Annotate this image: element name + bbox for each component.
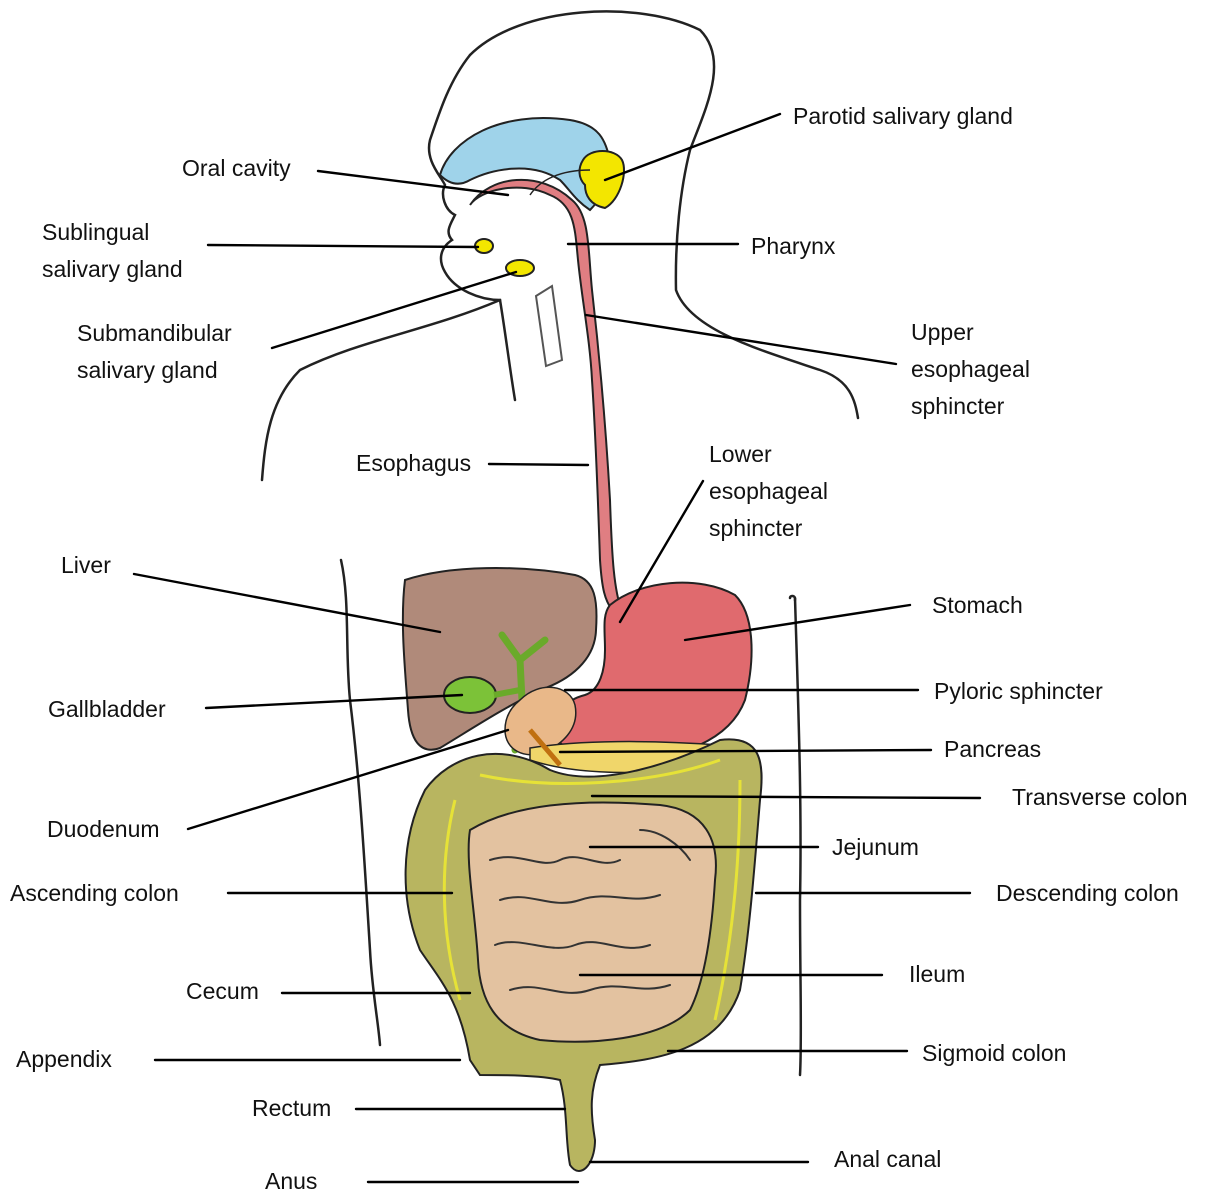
label-pharynx: Pharynx xyxy=(751,228,835,265)
label-sigmoid-colon: Sigmoid colon xyxy=(922,1035,1066,1072)
leader-line-esophagus xyxy=(489,464,588,465)
label-appendix: Appendix xyxy=(16,1041,112,1078)
label-line: esophageal xyxy=(709,473,828,510)
label-anal-canal: Anal canal xyxy=(834,1141,941,1178)
label-line: Submandibular xyxy=(77,315,232,352)
label-anus: Anus xyxy=(265,1163,317,1200)
label-ileum: Ileum xyxy=(909,956,965,993)
label-ascending-colon: Ascending colon xyxy=(10,875,179,912)
label-pancreas: Pancreas xyxy=(944,731,1041,768)
trachea xyxy=(536,286,562,366)
leader-line-parotid xyxy=(605,114,780,180)
leader-line-upper-esophageal-sphincter xyxy=(586,315,896,364)
label-line: salivary gland xyxy=(77,352,232,389)
label-oral-cavity: Oral cavity xyxy=(182,150,291,187)
label-transverse-colon: Transverse colon xyxy=(1012,779,1188,816)
label-esophagus: Esophagus xyxy=(356,445,471,482)
leader-line-liver xyxy=(134,574,440,632)
label-line: salivary gland xyxy=(42,251,183,288)
label-parotid-salivary-gland: Parotid salivary gland xyxy=(793,98,1013,135)
small-intestine-shape xyxy=(469,803,716,1042)
label-jejunum: Jejunum xyxy=(832,829,919,866)
label-line: Lower xyxy=(709,436,828,473)
label-duodenum: Duodenum xyxy=(47,811,160,848)
label-lower-esophageal-sphincter: Lower esophageal sphincter xyxy=(709,436,828,547)
label-line: Upper xyxy=(911,314,1030,351)
label-line: sphincter xyxy=(911,388,1030,425)
label-submandibular-salivary-gland: Submandibular salivary gland xyxy=(77,315,232,389)
label-stomach: Stomach xyxy=(932,587,1023,624)
label-rectum: Rectum xyxy=(252,1090,331,1127)
label-gallbladder: Gallbladder xyxy=(48,691,166,728)
label-cecum: Cecum xyxy=(186,973,259,1010)
label-sublingual-salivary-gland: Sublingual salivary gland xyxy=(42,214,183,288)
leader-line-sublingual xyxy=(208,245,478,247)
label-pyloric-sphincter: Pyloric sphincter xyxy=(934,673,1103,710)
label-upper-esophageal-sphincter: Upper esophageal sphincter xyxy=(911,314,1030,425)
label-descending-colon: Descending colon xyxy=(996,875,1179,912)
label-liver: Liver xyxy=(61,547,111,584)
label-line: sphincter xyxy=(709,510,828,547)
label-line: Sublingual xyxy=(42,214,183,251)
label-line: esophageal xyxy=(911,351,1030,388)
